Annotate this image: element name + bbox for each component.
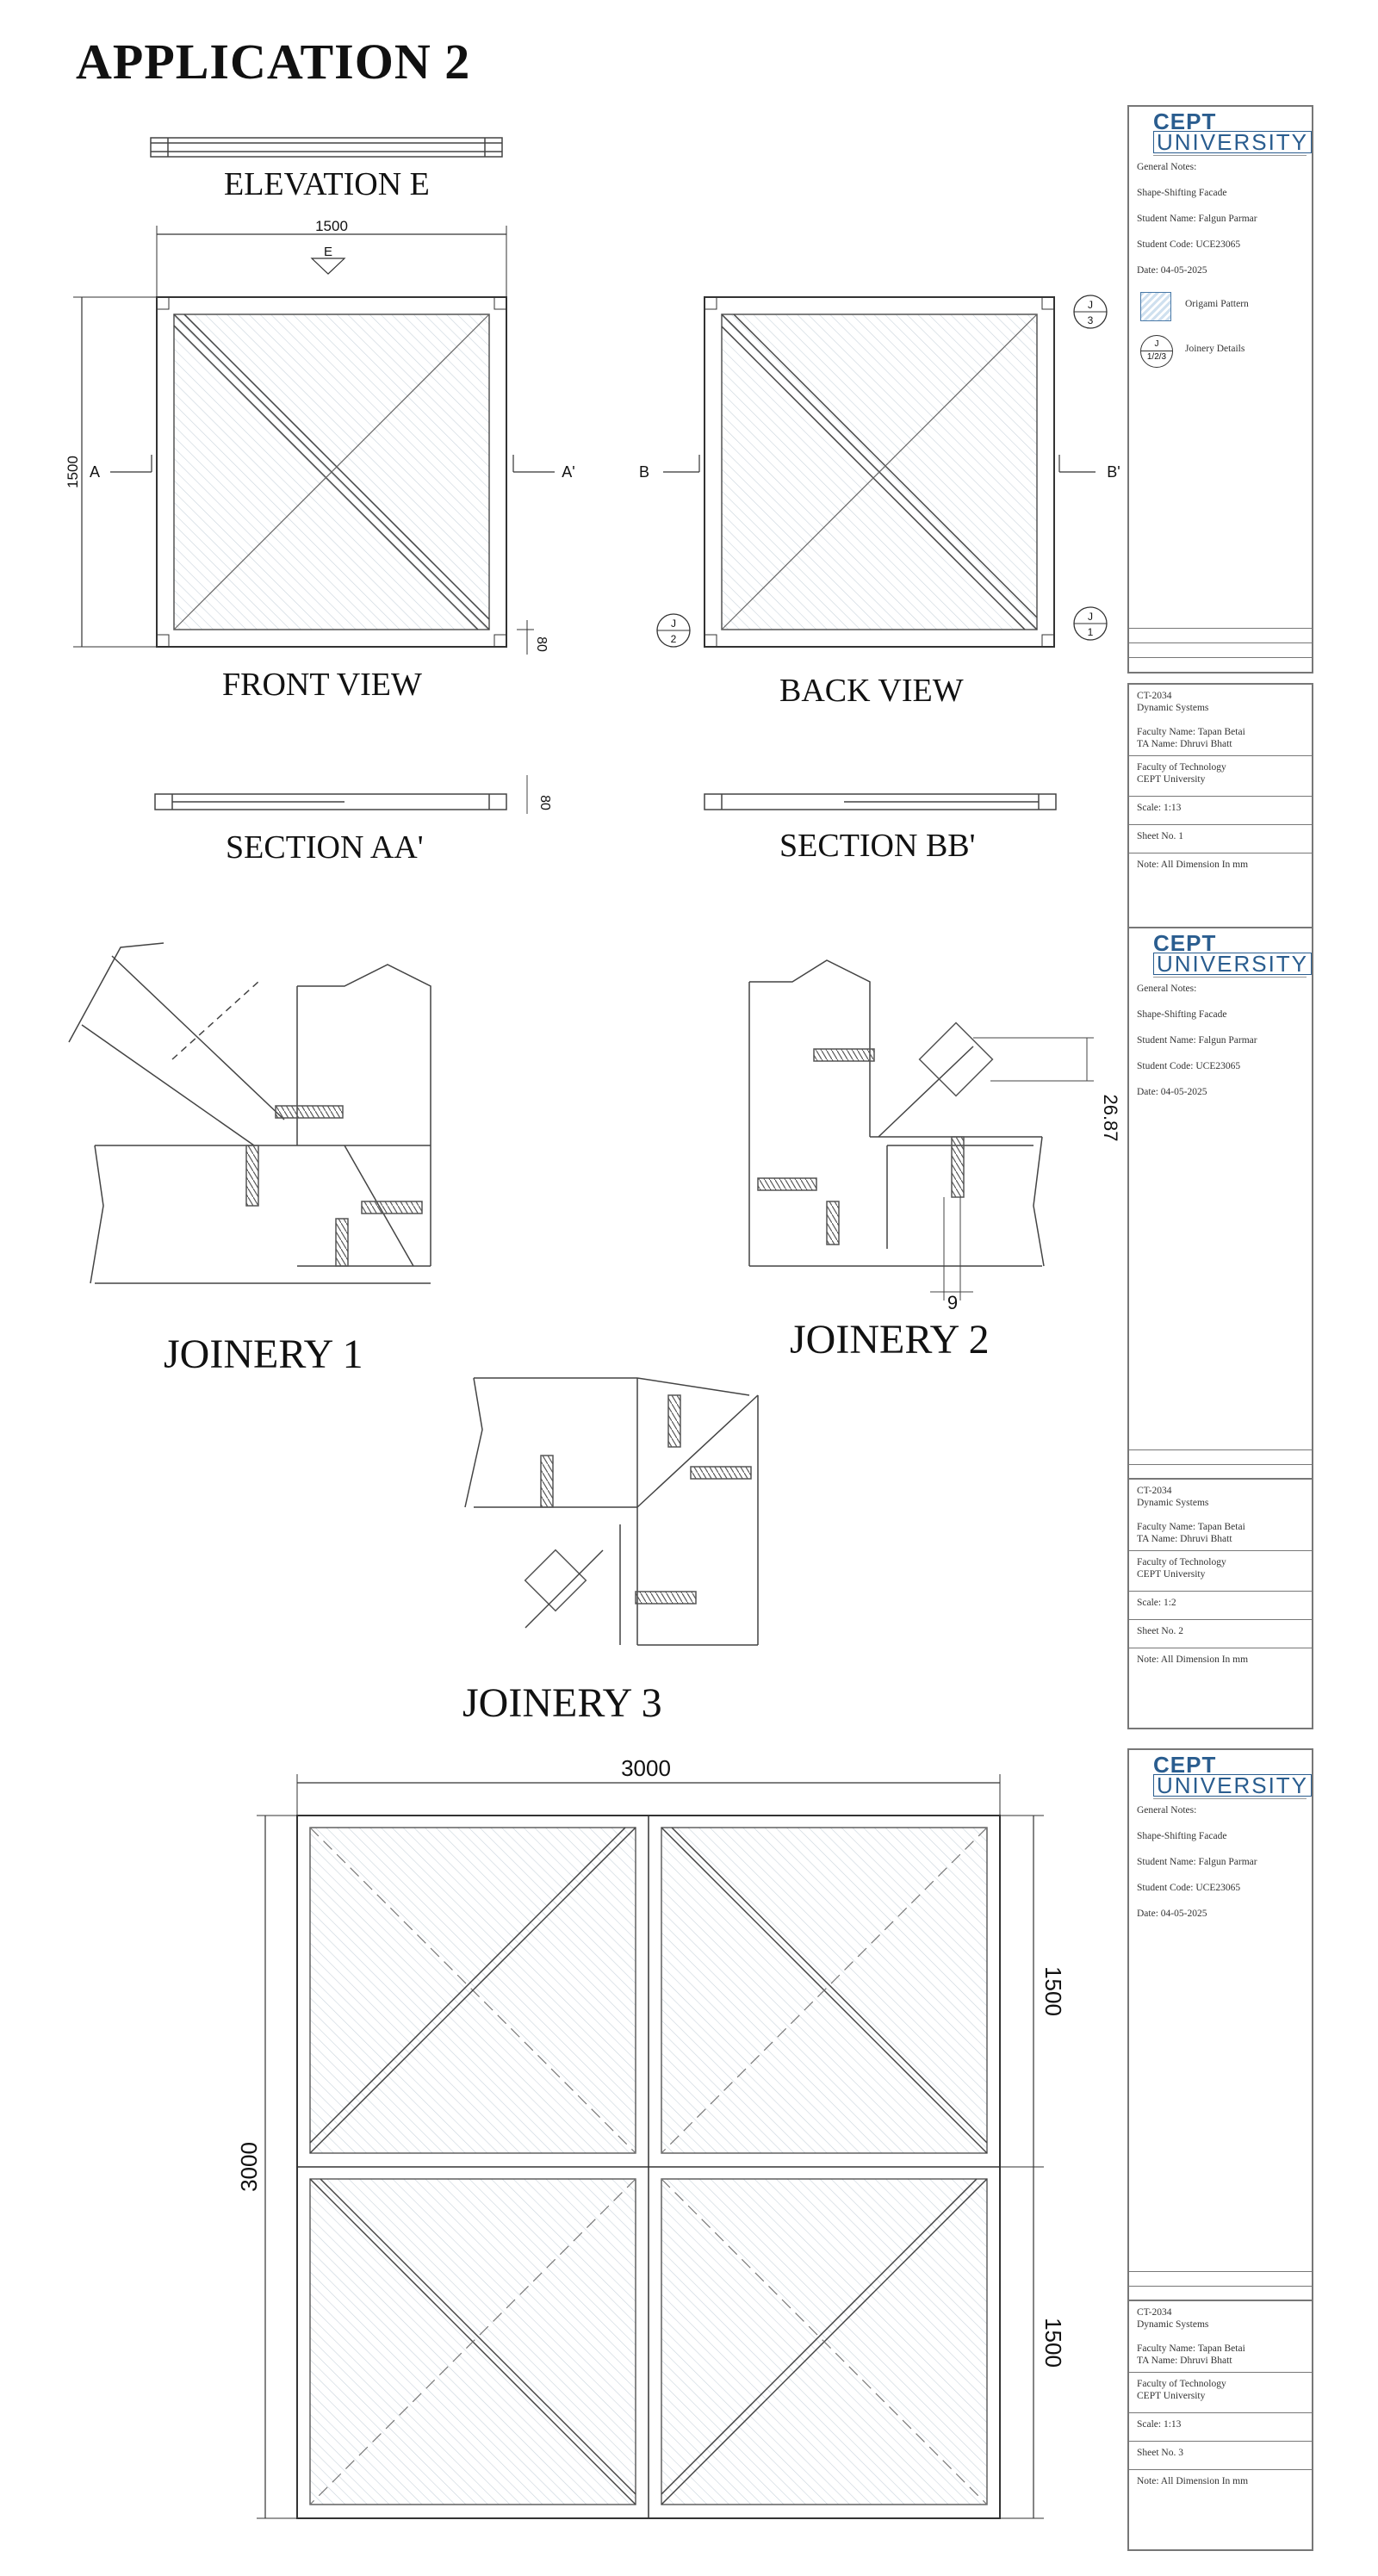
joinery-2-drawing <box>748 959 1094 1300</box>
course-name: Dynamic Systems <box>1137 703 1209 713</box>
marker-b: B <box>639 463 649 481</box>
elevation-e-title: ELEVATION E <box>224 166 430 202</box>
front-width-dim: 1500 <box>315 218 348 234</box>
back-view-title: BACK VIEW <box>779 673 964 709</box>
title-block-2-notes: CEPT UNIVERSITY General Notes: Shape-Shi… <box>1127 927 1313 1495</box>
joinery-2-dim-26-87: 26.87 <box>1100 1094 1120 1141</box>
legend-joinery: J 1/2/3 Joinery Details <box>1137 335 1312 385</box>
section-aa-drawing <box>154 775 528 814</box>
course-code: CT-2034 <box>1137 2307 1172 2318</box>
faculty-of: Faculty of Technology <box>1137 1557 1226 1567</box>
student-name: Student Name: Falgun Parmar <box>1137 1857 1257 1867</box>
student-code: Student Code: UCE23065 <box>1137 239 1241 250</box>
marker-e: E <box>324 245 332 259</box>
marker-a-prime: A' <box>562 463 574 481</box>
joinery-ref-3-num: 3 <box>1088 314 1094 326</box>
section-aa-title: SECTION AA' <box>226 829 424 866</box>
marker-b-prime: B' <box>1107 463 1120 481</box>
faculty-of: Faculty of Technology <box>1137 762 1226 773</box>
date: Date: 04-05-2025 <box>1137 1087 1207 1097</box>
front-height-dim: 1500 <box>65 456 81 488</box>
course-code: CT-2034 <box>1137 691 1172 701</box>
joinery-3-drawing <box>464 1377 759 1646</box>
project-name: Shape-Shifting Facade <box>1137 188 1227 198</box>
date: Date: 04-05-2025 <box>1137 265 1207 276</box>
joinery-3-title: JOINERY 3 <box>462 1680 662 1726</box>
sheet-number: Sheet No. 3 <box>1137 2448 1183 2458</box>
date: Date: 04-05-2025 <box>1137 1909 1207 1919</box>
course-name: Dynamic Systems <box>1137 1498 1209 1508</box>
section-bb-title: SECTION BB' <box>779 828 976 864</box>
sheet-number: Sheet No. 2 <box>1137 1626 1183 1636</box>
drawing-sheet: 1500 1500 80 E A A' B B' J 3 J 2 J 1 <box>65 137 1120 2519</box>
plan-half-dim-upper: 1500 <box>1040 1966 1066 2016</box>
general-notes-label: General Notes: <box>1137 984 1197 994</box>
general-notes-label: General Notes: <box>1137 1805 1197 1816</box>
joinery-2-title: JOINERY 2 <box>790 1317 990 1362</box>
project-name: Shape-Shifting Facade <box>1137 1831 1227 1841</box>
student-code: Student Code: UCE23065 <box>1137 1061 1241 1071</box>
joinery-symbol: J 1/2/3 <box>1140 335 1173 368</box>
section-aa-dim: 80 <box>537 795 552 810</box>
cept-logo: CEPT UNIVERSITY <box>1153 930 1313 978</box>
scale: Scale: 1:13 <box>1137 2419 1182 2430</box>
legend-origami: Origami Pattern <box>1137 285 1312 335</box>
faculty-name: Faculty Name: Tapan Betai <box>1137 727 1245 737</box>
origami-swatch <box>1140 292 1171 321</box>
page-title: APPLICATION 2 <box>76 34 471 90</box>
plan-half-dim-lower: 1500 <box>1040 2318 1066 2368</box>
general-notes-label: General Notes: <box>1137 162 1197 172</box>
sheet-number: Sheet No. 1 <box>1137 831 1183 841</box>
scale: Scale: 1:13 <box>1137 803 1182 813</box>
elevation-e-drawing <box>150 137 503 158</box>
student-code: Student Code: UCE23065 <box>1137 1883 1241 1893</box>
front-view-title: FRONT VIEW <box>222 667 422 703</box>
section-bb-drawing <box>704 793 1057 810</box>
note: Note: All Dimension In mm <box>1137 1654 1249 1665</box>
faculty-of: Faculty of Technology <box>1137 2379 1226 2389</box>
joinery-ref-2-num: 2 <box>671 633 677 645</box>
title-block-1-notes: CEPT UNIVERSITY General Notes: Shape-Shi… <box>1127 105 1313 673</box>
assembly-plan-drawing <box>257 1774 1044 2519</box>
ta-name: TA Name: Dhruvi Bhatt <box>1137 1534 1232 1544</box>
joinery-1-drawing <box>68 942 431 1284</box>
note: Note: All Dimension In mm <box>1137 860 1249 870</box>
front-view-drawing <box>73 226 555 655</box>
note: Note: All Dimension In mm <box>1137 2476 1249 2486</box>
cept-logo: CEPT UNIVERSITY <box>1153 109 1313 156</box>
plan-height-dim: 3000 <box>236 2142 262 2192</box>
title-block-3-notes: CEPT UNIVERSITY General Notes: Shape-Shi… <box>1127 1748 1313 2317</box>
faculty-name: Faculty Name: Tapan Betai <box>1137 1522 1245 1532</box>
cept-logo: CEPT UNIVERSITY <box>1153 1752 1313 1799</box>
course-code: CT-2034 <box>1137 1486 1172 1496</box>
course-name: Dynamic Systems <box>1137 2319 1209 2330</box>
university: CEPT University <box>1137 2391 1206 2401</box>
joinery-ref-2-top: J <box>671 618 676 630</box>
marker-a: A <box>90 463 100 481</box>
scale: Scale: 1:2 <box>1137 1598 1176 1608</box>
student-name: Student Name: Falgun Parmar <box>1137 214 1257 224</box>
ta-name: TA Name: Dhruvi Bhatt <box>1137 2356 1232 2366</box>
student-name: Student Name: Falgun Parmar <box>1137 1035 1257 1046</box>
university: CEPT University <box>1137 1569 1206 1580</box>
joinery-1-title: JOINERY 1 <box>164 1331 363 1377</box>
joinery-ref-1-top: J <box>1088 611 1093 623</box>
joinery-2-dim-9: 9 <box>947 1292 958 1313</box>
back-view-drawing <box>656 295 1108 648</box>
faculty-name: Faculty Name: Tapan Betai <box>1137 2343 1245 2354</box>
plan-width-dim: 3000 <box>621 1755 671 1781</box>
project-name: Shape-Shifting Facade <box>1137 1009 1227 1020</box>
joinery-ref-3-top: J <box>1088 299 1093 311</box>
ta-name: TA Name: Dhruvi Bhatt <box>1137 739 1232 749</box>
university: CEPT University <box>1137 774 1206 785</box>
joinery-ref-1-num: 1 <box>1088 626 1094 638</box>
front-thk-dim: 80 <box>534 636 549 652</box>
